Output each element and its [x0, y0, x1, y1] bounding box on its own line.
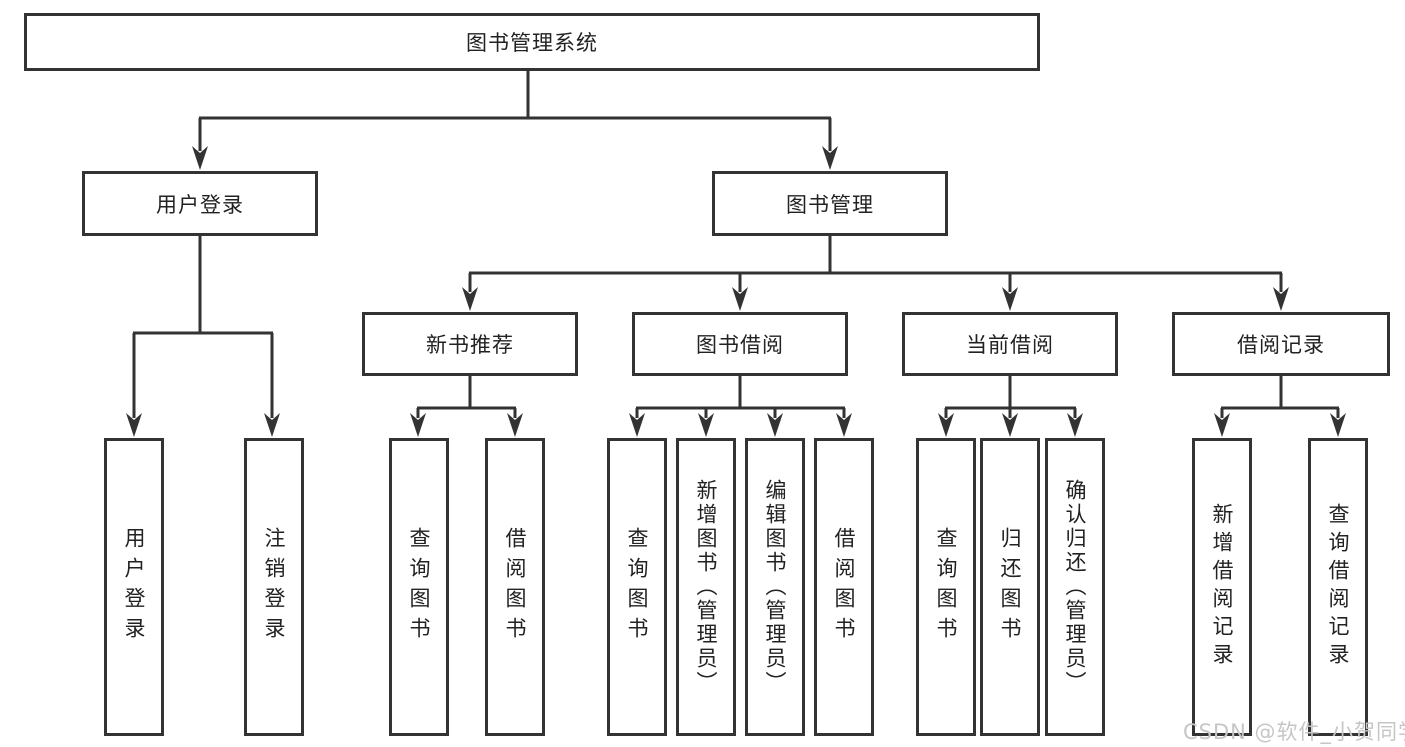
node-current-borrow: 当前借阅 — [902, 312, 1118, 376]
leaf-query-books-current: 查询图书 — [916, 438, 976, 736]
node-book-management: 图书管理 — [712, 171, 948, 236]
connector-borrow-records — [1220, 376, 1340, 418]
leaf-user-login: 用户登录 — [104, 438, 164, 736]
node-root-system: 图书管理系统 — [24, 13, 1040, 71]
node-user-login: 用户登录 — [82, 171, 318, 236]
leaf-borrow-books-recommend: 借阅图书 — [485, 438, 545, 736]
connector-book-borrow — [635, 376, 846, 418]
node-new-book-recommend: 新书推荐 — [362, 312, 578, 376]
leaf-edit-books-admin: 编辑图书（管理员） — [745, 438, 805, 736]
connector-user-login — [132, 236, 274, 418]
connector-root — [198, 71, 832, 151]
leaf-add-borrow-record: 新增借阅记录 — [1192, 438, 1252, 736]
leaf-return-books: 归还图书 — [980, 438, 1040, 736]
leaf-confirm-return-admin: 确认归还（管理员） — [1045, 438, 1105, 736]
connector-new-book — [416, 376, 517, 418]
node-book-borrow: 图书借阅 — [632, 312, 848, 376]
connector-current-borrow — [944, 376, 1077, 418]
leaf-query-books-recommend: 查询图书 — [389, 438, 449, 736]
leaf-query-borrow-record: 查询借阅记录 — [1308, 438, 1368, 736]
leaf-borrow-books: 借阅图书 — [814, 438, 874, 736]
csdn-watermark: CSDN @软件_小贺同学 — [1183, 720, 1405, 744]
node-borrow-records: 借阅记录 — [1172, 312, 1390, 376]
leaf-add-books-admin: 新增图书（管理员） — [676, 438, 736, 736]
leaf-query-books-borrow: 查询图书 — [607, 438, 667, 736]
leaf-logout: 注销登录 — [244, 438, 304, 736]
connector-book-management — [468, 236, 1283, 292]
